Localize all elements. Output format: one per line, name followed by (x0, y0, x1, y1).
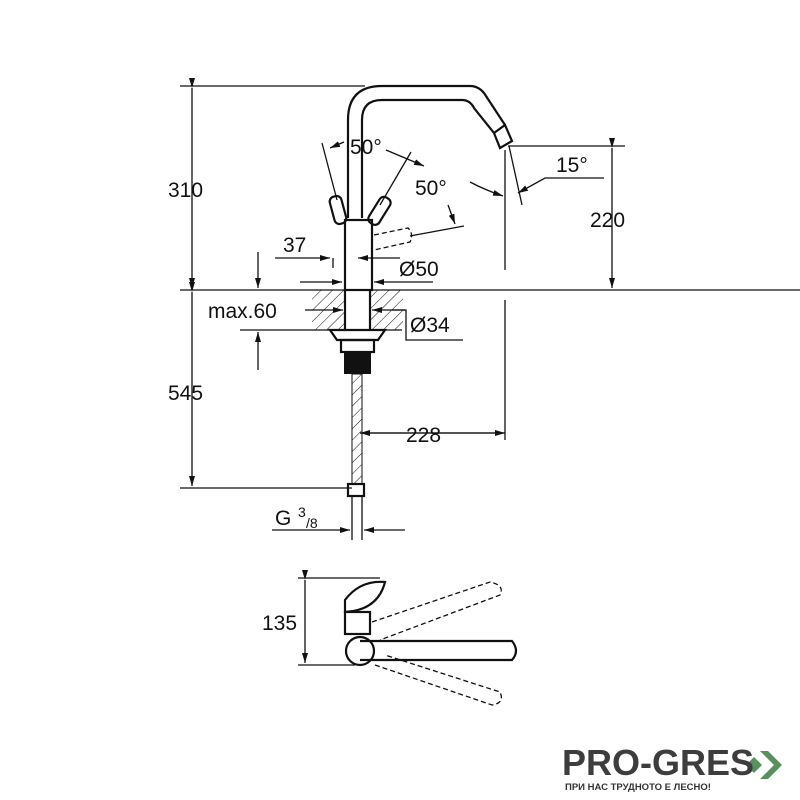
spout (346, 84, 604, 218)
logo-chevron-icon (746, 751, 782, 779)
dim-228: 228 (406, 424, 441, 447)
brand-tagline: ПРИ НАС ТРУДНОТО Е ЛЕСНО! (565, 782, 711, 793)
dim-310: 310 (168, 179, 203, 202)
top-view (298, 570, 518, 706)
dim-135: 135 (262, 612, 297, 635)
dim-lever-angle-left: 50° (350, 136, 382, 159)
dim-220: 220 (590, 209, 625, 232)
dim-545: 545 (168, 382, 203, 405)
thread-g: G (275, 507, 291, 530)
dim-max-60: max.60 (208, 300, 277, 323)
extension-lines (180, 85, 800, 489)
height-dimension (189, 78, 615, 486)
deck-section (240, 252, 505, 540)
thread-denominator: /8 (306, 515, 318, 531)
brand-name: PRO-GRES (562, 742, 755, 783)
dim-lever-angle-right: 50° (415, 177, 447, 200)
thread-numerator: 3 (298, 504, 306, 520)
dim-spout-angle: 15° (556, 154, 588, 177)
dim-diameter-34: Ø34 (410, 314, 450, 337)
dim-37: 37 (283, 234, 306, 257)
brand-logo: PRO-GRES ПРИ НАС ТРУДНОТО Е ЛЕСНО! (562, 742, 755, 794)
dim-diameter-50: Ø50 (399, 258, 439, 281)
faucet-body (275, 141, 465, 292)
